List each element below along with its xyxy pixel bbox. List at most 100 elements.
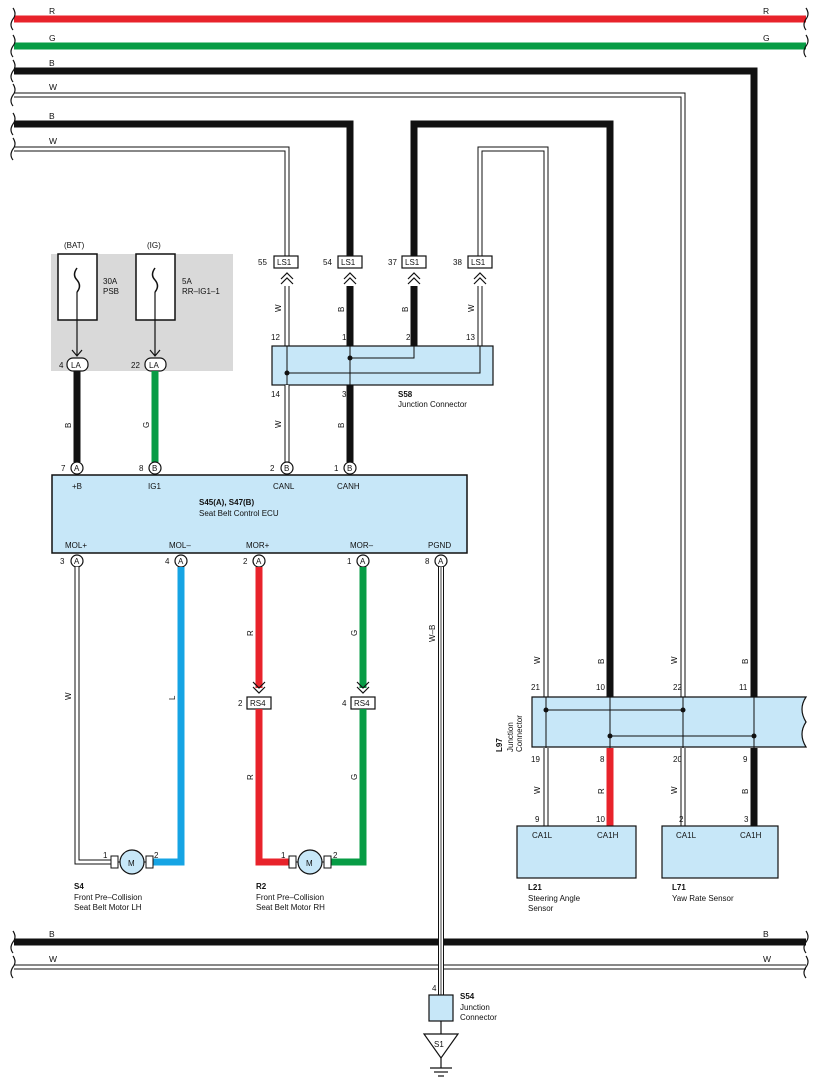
s54-name2: Connector [460, 1013, 497, 1022]
motor-lh-line2: Seat Belt Motor LH [74, 903, 142, 912]
rs4-pin-2: 2 [238, 699, 243, 708]
wire-mor-plus-color-upper: R [246, 630, 255, 636]
bus-line-red: R R [14, 6, 806, 23]
ecu-bot-conn-2: A [256, 557, 262, 566]
fuse-psb: (BAT) 30A PSB [57, 241, 119, 357]
l97-pin-21: 21 [531, 683, 540, 692]
l97-22-wire-color: W [670, 656, 679, 664]
la-code-bat: LA [71, 361, 81, 370]
l21-id: L21 [528, 883, 542, 892]
l97-pin-19: 19 [531, 755, 540, 764]
fuse-ig-label: (IG) [147, 241, 161, 250]
ecu-label-mol-minus: MOL– [169, 541, 191, 550]
motor-rh-pin2: 2 [333, 851, 338, 860]
wire-ls1-37-to-l97-10 [410, 120, 614, 697]
rs4-connector-2: 2 RS4 [238, 681, 272, 710]
l21-pin-9: 9 [535, 815, 540, 824]
l97-id: L97 [495, 738, 504, 752]
l97-pin-8: 8 [600, 755, 605, 764]
s54-junction-connector: 4 S54 Junction Connector [428, 984, 497, 1022]
motor-rh-id: R2 [256, 882, 267, 891]
l97-pin-22: 22 [673, 683, 682, 692]
ls1-pin-55: 55 [258, 258, 267, 267]
la-pin-ig: 22 [131, 361, 140, 370]
ecu-top-conn-1: B [347, 464, 352, 473]
l97-pin-20: 20 [673, 755, 682, 764]
motor-rh-pin1: 1 [281, 851, 286, 860]
break-marks-left [10, 7, 809, 161]
ls1-pin-37: 37 [388, 258, 397, 267]
l97-pin-11: 11 [739, 683, 748, 692]
s58-pin-13: 13 [466, 333, 475, 342]
l21-pin-10: 10 [596, 815, 605, 824]
l97-8-wire-color: R [597, 788, 606, 794]
bus-line-w-bottom: W W [14, 954, 806, 970]
rs4-connector-4: 4 RS4 [342, 681, 376, 710]
l97-21-wire-color: W [533, 656, 542, 664]
ecu-label-canh: CANH [337, 482, 360, 491]
ecu-bot-conn-3: A [74, 557, 80, 566]
ecu-id: S45(A), S47(B) [199, 498, 254, 507]
l71-pin-2: 2 [679, 815, 684, 824]
fuse-ig-rating: 5A [182, 277, 192, 286]
l97-pin-9: 9 [743, 755, 748, 764]
l21-terminal-ca1l: CA1L [532, 831, 553, 840]
ls1-code-55: LS1 [277, 258, 292, 267]
bus-red-label-right: R [763, 6, 769, 16]
rs4-code-2: RS4 [250, 699, 266, 708]
wire-mor-plus-lower [255, 709, 296, 866]
l97-name1: Junction [506, 722, 515, 752]
wire-mor-minus-color-lower: G [350, 774, 359, 780]
ecu-top-pin-8: 8 [139, 464, 144, 473]
motor-lh-pin2: 2 [154, 851, 159, 860]
ecu-bot-pin-4: 4 [165, 557, 170, 566]
seat-belt-control-ecu: S45(A), S47(B) Seat Belt Control ECU 7 A… [51, 461, 468, 568]
steering-angle-sensor: 9 10 CA1L CA1H L21 Steering Angle Sensor [516, 815, 637, 913]
wire-mol-plus-color: W [64, 692, 73, 700]
l97-20-wire-color: W [670, 786, 679, 794]
ls1-connector-55: 55 LS1 [258, 255, 299, 285]
ecu-label-ig1: IG1 [148, 482, 161, 491]
motor-lh-line1: Front Pre–Collision [74, 893, 142, 902]
l97-11-wire-color: B [741, 659, 750, 664]
fuse-bat-rating: 30A [103, 277, 118, 286]
bus-line-green: G G [14, 33, 806, 50]
bus-green-label-right: G [763, 33, 770, 43]
s58-name: Junction Connector [398, 400, 467, 409]
s58-pin-3: 3 [342, 390, 347, 399]
ls1-37-wire-color: B [401, 307, 410, 312]
ecu-label-pgnd: PGND [428, 541, 451, 550]
l71-terminal-ca1l: CA1L [676, 831, 697, 840]
motor-rh-symbol: M [306, 859, 313, 868]
ecu-label-canl: CANL [273, 482, 295, 491]
wire-mor-plus-color-lower: R [246, 774, 255, 780]
s58-14-wire-color: W [274, 420, 283, 428]
s58-3-wire-color: B [337, 423, 346, 428]
bus-green-label-left: G [49, 33, 56, 43]
wire-mol-plus [74, 567, 118, 865]
s58-id: S58 [398, 390, 413, 399]
ecu-top-pin-2: 2 [270, 464, 275, 473]
ecu-bot-pin-8: 8 [425, 557, 430, 566]
motor-rh-line2: Seat Belt Motor RH [256, 903, 325, 912]
l97-19-wire-color: W [533, 786, 542, 794]
l71-pin-3: 3 [744, 815, 749, 824]
ecu-bot-conn-1: A [360, 557, 366, 566]
l21-terminal-ca1h: CA1H [597, 831, 619, 840]
ls1-55-wire-color: W [274, 304, 283, 312]
motor-lh-id: S4 [74, 882, 84, 891]
bus-line-b1: B [14, 58, 758, 697]
bus-line-w2: W [14, 136, 290, 258]
l21-line1: Steering Angle [528, 894, 581, 903]
l97-9-wire-color: B [741, 789, 750, 794]
s58-pin-12: 12 [271, 333, 280, 342]
ecu-top-conn-2: B [284, 464, 289, 473]
ecu-bot-pin-1: 1 [347, 557, 352, 566]
la-pin-bat: 4 [59, 361, 64, 370]
ls1-connector-54: 54 LS1 [323, 255, 363, 285]
s54-name1: Junction [460, 1003, 490, 1012]
bus-w-bottom-label-left: W [49, 954, 57, 964]
s54-id: S54 [460, 992, 475, 1001]
bus-b-bottom-label-left: B [49, 929, 55, 939]
